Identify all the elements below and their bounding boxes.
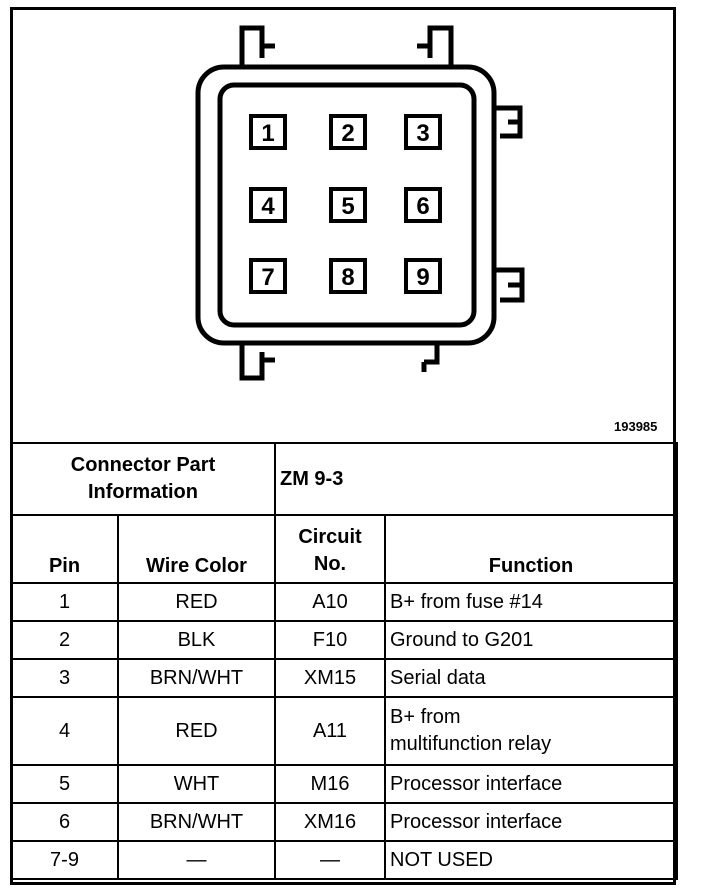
wire-color-cell: — <box>117 840 276 880</box>
pin-cavity-box <box>329 258 367 294</box>
wire-color-cell: RED <box>117 582 276 622</box>
bottom-latch-right <box>421 343 440 372</box>
wire-color-cell: RED <box>117 696 276 766</box>
pin-cavity: 4 <box>249 187 287 223</box>
pin-cavity-box <box>249 187 287 223</box>
function-line1: Serial data <box>390 666 486 689</box>
function-line1: NOT USED <box>390 848 493 871</box>
pin-number: 1 <box>261 120 274 147</box>
pin-cavity-box <box>249 114 287 150</box>
pin-cavity: 2 <box>329 114 367 150</box>
pin-cell: 5 <box>10 764 119 804</box>
header-pin: Pin <box>10 514 119 584</box>
reference-number: 193985 <box>614 419 657 434</box>
function-cell: B+ from fuse #14 <box>384 582 678 622</box>
pin-cavity-box <box>404 258 442 294</box>
pin-cell: 2 <box>10 620 119 660</box>
pin-cell: 3 <box>10 658 119 698</box>
pin-number: 9 <box>416 264 429 291</box>
circuit-cell: M16 <box>274 764 386 804</box>
header-circuit-line1: Circuit <box>298 526 362 548</box>
pin-number: 5 <box>341 193 354 220</box>
circuit-cell: F10 <box>274 620 386 660</box>
top-latch-right <box>417 25 454 67</box>
connector-info-row: Connector Part Information ZM 9-3 <box>10 442 678 516</box>
circuit-cell: XM15 <box>274 658 386 698</box>
function-cell: Processor interface <box>384 764 678 804</box>
header-wire-color: Wire Color <box>117 514 276 584</box>
pin-cavity: 8 <box>329 258 367 294</box>
pin-number: 7 <box>261 264 274 291</box>
connector-diagram: 1 2 3 4 5 6 7 8 9 193985 <box>195 25 657 434</box>
pin-cavity: 9 <box>404 258 442 294</box>
pin-cavity-box <box>404 187 442 223</box>
pin-cavity: 1 <box>249 114 287 150</box>
pin-cavities: 1 2 3 4 5 6 7 8 9 <box>249 114 442 294</box>
circuit-cell: A11 <box>274 696 386 766</box>
pin-cavity: 7 <box>249 258 287 294</box>
function-line1: B+ from <box>390 706 461 728</box>
connector-label-line1: Connector Part <box>70 454 216 476</box>
connector-housing-outer <box>195 64 497 346</box>
wire-color-cell: BLK <box>117 620 276 660</box>
table-row: 7-9——NOT USED <box>10 840 678 880</box>
function-cell: NOT USED <box>384 840 678 880</box>
side-latch-lower <box>494 267 525 303</box>
wire-color-cell: BRN/WHT <box>117 802 276 842</box>
circuit-cell: A10 <box>274 582 386 622</box>
pin-number: 3 <box>416 120 429 147</box>
pin-cavity-box <box>329 114 367 150</box>
function-line2: multifunction relay <box>390 733 552 755</box>
circuit-cell: XM16 <box>274 802 386 842</box>
header-row: Pin Wire Color Circuit No. Function <box>10 514 678 584</box>
function-line1: Processor interface <box>390 810 563 833</box>
pin-number: 8 <box>341 264 354 291</box>
function-cell: B+ from multifunction relay <box>384 696 678 766</box>
pin-cavity: 3 <box>404 114 442 150</box>
circuit-cell: — <box>274 840 386 880</box>
connector-label-line2: Information <box>88 481 198 503</box>
pin-number: 2 <box>341 120 354 147</box>
pin-cell: 7-9 <box>10 840 119 880</box>
pin-cavity-box <box>329 187 367 223</box>
side-latch-upper <box>494 105 523 139</box>
pinout-table: Connector Part Information ZM 9-3 Pin Wi… <box>10 442 678 880</box>
pin-number: 6 <box>416 193 429 220</box>
function-cell: Processor interface <box>384 802 678 842</box>
function-cell: Serial data <box>384 658 678 698</box>
bottom-latch-left <box>239 343 275 381</box>
top-latch-left <box>239 25 275 67</box>
wire-color-cell: WHT <box>117 764 276 804</box>
connector-face-inner <box>217 82 477 328</box>
function-cell: Ground to G201 <box>384 620 678 660</box>
connector-label-cell: Connector Part Information <box>10 442 276 516</box>
header-function: Function <box>384 514 678 584</box>
wire-color-cell: BRN/WHT <box>117 658 276 698</box>
pin-cell: 1 <box>10 582 119 622</box>
pin-cavity-box <box>404 114 442 150</box>
connector-value: ZM 9-3 <box>274 442 678 516</box>
pin-cavity: 5 <box>329 187 367 223</box>
pin-cavity-box <box>249 258 287 294</box>
function-line1: Ground to G201 <box>390 628 534 651</box>
function-line1: Processor interface <box>390 772 563 795</box>
header-circuit-line2: No. <box>313 553 347 575</box>
header-circuit: Circuit No. <box>274 514 386 584</box>
pin-cell: 6 <box>10 802 119 842</box>
pin-cell: 4 <box>10 696 119 766</box>
pin-number: 4 <box>261 193 275 220</box>
function-line1: B+ from fuse #14 <box>390 590 543 613</box>
pin-cavity: 6 <box>404 187 442 223</box>
